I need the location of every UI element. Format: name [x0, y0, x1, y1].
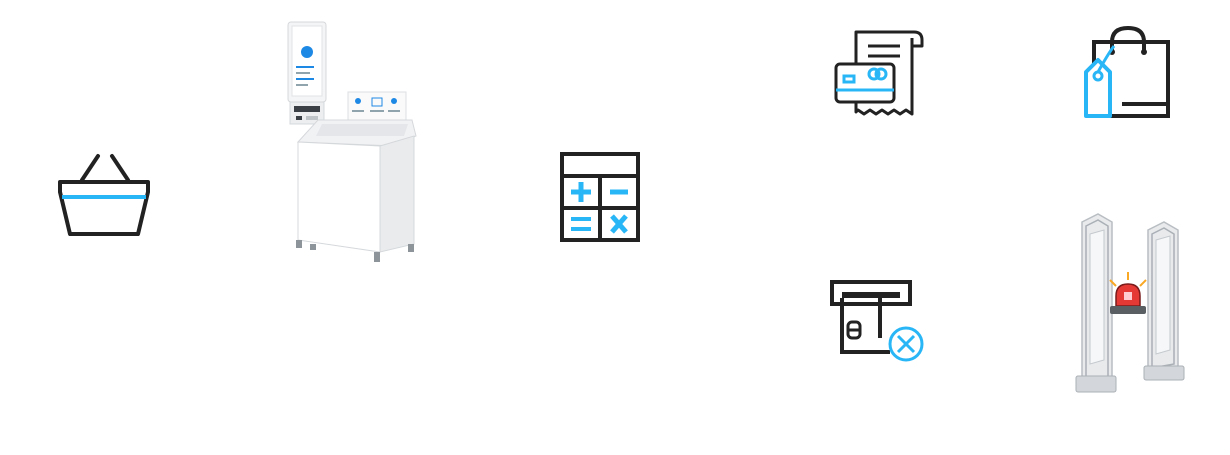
security-gate-alarm: [1064, 210, 1188, 396]
self-checkout-kiosk: [282, 18, 422, 270]
receipt-card-icon: [832, 26, 926, 122]
calculator-icon: [558, 150, 642, 244]
shopping-basket-icon: [52, 152, 156, 244]
card-declined-icon: [826, 278, 928, 364]
shopping-bag-tag-icon: [1078, 24, 1174, 122]
